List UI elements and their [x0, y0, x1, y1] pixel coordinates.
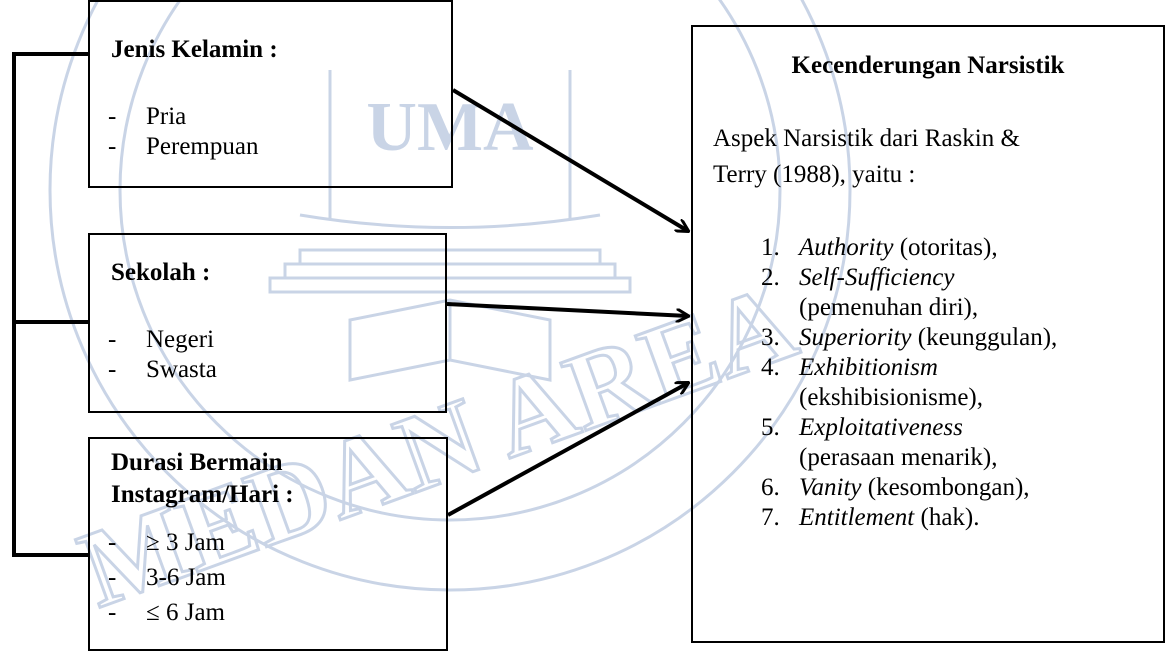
list-item-label: Pria [146, 103, 187, 130]
aspect-gloss: (hak). [914, 504, 980, 531]
narsistik-intro-line: Aspek Narsistik dari Raskin & [713, 125, 1020, 152]
list-item-label: Perempuan [146, 133, 259, 160]
aspect-gloss: (perasaan menarik), [799, 444, 998, 471]
arrow-durasi [447, 383, 688, 517]
aspect-item: 6. Vanity (kesombongan), [761, 473, 1057, 503]
narsistik-title: Kecenderungan Narsistik [791, 52, 1065, 79]
durasi-list: -≥ 3 Jam -3-6 Jam -≤ 6 Jam [90, 525, 226, 630]
aspect-number: 4. [761, 354, 780, 381]
watermark-logo-text: UMA [366, 89, 534, 166]
aspect-number: 3. [761, 324, 780, 351]
aspect-item: 7. Entitlement (hak). [761, 503, 1057, 533]
aspect-gloss: (keunggulan), [911, 324, 1058, 351]
list-item-label: Negeri [146, 326, 215, 353]
aspect-text: Self-Sufficiency (pemenuhan diri), [799, 263, 978, 323]
list-item-label: Swasta [146, 356, 217, 383]
aspect-list: 1. Authority (otoritas), 2. Self-Sufficienc… [761, 233, 1057, 533]
aspect-number: 1. [761, 234, 780, 261]
bracket-line [12, 52, 88, 557]
box-sekolah: Sekolah : -Negeri -Swasta [88, 233, 447, 413]
list-item: -3-6 Jam [90, 560, 226, 595]
list-item: -≥ 3 Jam [90, 525, 226, 560]
jenis-kelamin-title: Jenis Kelamin : [111, 36, 278, 63]
aspect-number: 5. [761, 414, 780, 441]
list-item: -≤ 6 Jam [90, 595, 226, 630]
aspect-text: Vanity (kesombongan), [799, 473, 1030, 503]
aspect-number: 6. [761, 474, 780, 501]
aspect-text: Entitlement (hak). [799, 503, 980, 533]
aspect-term: Entitlement [799, 504, 915, 531]
aspect-text: Authority (otoritas), [799, 233, 998, 263]
aspect-term: Exhibitionism [799, 354, 938, 381]
list-item: -Perempuan [108, 133, 259, 160]
aspect-item: 5. Exploitativeness (perasaan menarik), [761, 413, 1057, 473]
narsistik-intro: Aspek Narsistik dari Raskin & Terry (198… [713, 121, 1143, 193]
aspect-item: 3. Superiority (keunggulan), [761, 323, 1057, 353]
box-kecenderungan-narsistik: Kecenderungan Narsistik Aspek Narsistik … [691, 25, 1165, 643]
list-item-label: ≤ 6 Jam [146, 599, 225, 626]
aspect-text: Exhibitionism (ekshibisionisme), [799, 353, 983, 413]
arrow-sekolah [446, 302, 688, 316]
aspect-gloss: (otoritas), [893, 234, 998, 261]
aspect-term: Self-Sufficiency [799, 264, 955, 291]
aspect-gloss: (ekshibisionisme), [799, 384, 984, 411]
aspect-item: 2. Self-Sufficiency (pemenuhan diri), [761, 263, 1057, 323]
narsistik-intro-line: Terry (1988), yaitu : [713, 161, 916, 188]
sekolah-title: Sekolah : [111, 259, 211, 286]
aspect-term: Superiority [799, 324, 912, 351]
list-item-label: ≥ 3 Jam [146, 529, 225, 556]
sekolah-list: -Negeri -Swasta [90, 325, 217, 385]
box-jenis-kelamin: Jenis Kelamin : -Pria -Perempuan [88, 0, 453, 188]
arrow-jenis [451, 88, 688, 231]
aspect-number: 7. [761, 504, 780, 531]
list-item: -Pria [108, 103, 187, 130]
aspect-item: 4. Exhibitionism (ekshibisionisme), [761, 353, 1057, 413]
aspect-term: Authority [799, 234, 894, 261]
aspect-term: Exploitativeness [799, 414, 963, 441]
durasi-title: Durasi Bermain Instagram/Hari : [111, 449, 294, 508]
aspect-number: 2. [761, 264, 780, 291]
aspect-gloss: (pemenuhan diri), [799, 294, 979, 321]
box-durasi: Durasi Bermain Instagram/Hari : -≥ 3 Jam… [88, 437, 448, 651]
aspect-text: Exploitativeness (perasaan menarik), [799, 413, 998, 473]
list-item: -Negeri [108, 326, 215, 353]
jenis-kelamin-list: -Pria -Perempuan [90, 102, 258, 162]
list-item: -Swasta [108, 356, 217, 383]
aspect-term: Vanity [799, 474, 862, 501]
aspect-gloss: (kesombongan), [861, 474, 1030, 501]
aspect-text: Superiority (keunggulan), [799, 323, 1057, 353]
list-item-label: 3-6 Jam [146, 564, 226, 591]
aspect-item: 1. Authority (otoritas), [761, 233, 1057, 263]
